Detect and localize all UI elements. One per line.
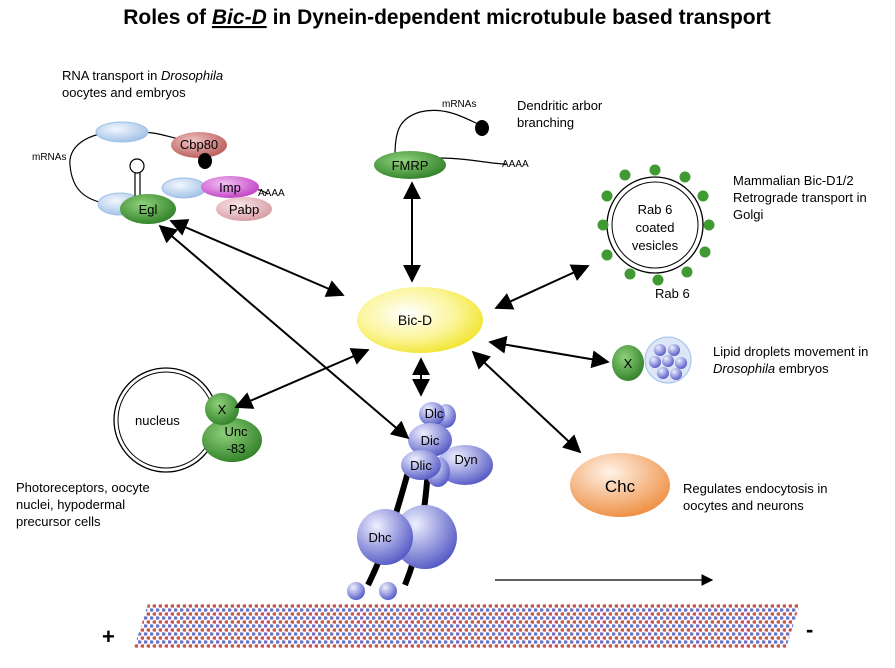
cbp80-label: Cbp80 xyxy=(180,137,218,152)
egl-protein xyxy=(120,194,176,224)
nucleus-module: nucleus Unc -83 X Photoreceptors, oocyte… xyxy=(16,367,262,529)
fmrp-label: FMRP xyxy=(392,158,429,173)
arrow-bicd-rab6 xyxy=(494,264,590,310)
page-title: Roles of Bic-D in Dynein-dependent micro… xyxy=(123,6,771,29)
pabp-label: Pabp xyxy=(229,202,259,217)
interaction-arrows xyxy=(158,181,610,454)
nucleus-x-label: X xyxy=(218,402,227,417)
rna-transport-module: RNA transport in Drosophila oocytes and … xyxy=(32,68,285,224)
lipid-module: X Lipid droplets movement in Drosophila … xyxy=(612,336,868,384)
rna-transport-caption-2: oocytes and embryos xyxy=(62,85,186,100)
golgi-module: Rab 6 coated vesicles Rab 6 Mammalian Bi… xyxy=(597,164,867,301)
dlic-protein xyxy=(401,450,441,480)
dlic-label: Dlic xyxy=(410,458,432,473)
cbp80-protein xyxy=(171,132,227,158)
dendritic-polya-label: AAAA xyxy=(502,159,529,170)
dlc-protein xyxy=(419,402,445,426)
nucleus-label: nucleus xyxy=(135,413,180,428)
mrna-polya-tail xyxy=(439,157,507,165)
microtubule-filament xyxy=(134,604,800,648)
dendritic-caption: Dendritic arbor xyxy=(517,98,603,113)
polya-label: AAAA xyxy=(258,188,285,199)
cap-structure xyxy=(475,120,489,136)
egl-label: Egl xyxy=(139,202,158,217)
lipid-x-label: X xyxy=(624,356,633,371)
dynein-complex: Dhc Dlc Dyn Dic Dlic xyxy=(347,402,493,600)
pabp-protein xyxy=(216,197,272,221)
imp-label: Imp xyxy=(219,180,241,195)
imp-protein xyxy=(201,176,259,198)
arrow-bicd-chc xyxy=(471,350,582,454)
golgi-caption-3: Golgi xyxy=(733,207,763,222)
stem-loop-head xyxy=(129,158,145,174)
dic-protein xyxy=(408,423,452,457)
arrow-bicd-lipid xyxy=(488,335,610,369)
vesicle-label: Rab 6 xyxy=(638,202,673,217)
plus-end-label: + xyxy=(102,624,115,649)
cap-structure xyxy=(198,153,212,169)
mrnas-label: mRNAs xyxy=(32,152,66,163)
lipid-droplets xyxy=(649,344,687,380)
rna-binding-protein xyxy=(161,177,207,199)
dic-label: Dic xyxy=(421,433,440,448)
vesicle-label-2: coated xyxy=(635,220,674,235)
golgi-caption: Mammalian Bic-D1/2 xyxy=(733,173,854,188)
golgi-caption-2: Retrograde transport in xyxy=(733,190,867,205)
mt-binding-domain xyxy=(379,582,397,600)
mt-binding-domain xyxy=(347,582,365,600)
mrna-strand xyxy=(69,131,121,205)
chc-caption: Regulates endocytosis in xyxy=(683,481,828,496)
dhc-motor xyxy=(357,509,413,565)
chc-label: Chc xyxy=(605,477,636,496)
vesicle-label-3: vesicles xyxy=(632,238,679,253)
bicd-label: Bic-D xyxy=(398,312,432,328)
dyn-protein xyxy=(437,445,493,485)
microtubule xyxy=(134,604,800,648)
minus-end-label: - xyxy=(806,617,813,642)
nucleus-caption-3: precursor cells xyxy=(16,514,101,529)
arrow-bicd-nucleus xyxy=(234,348,370,409)
x-protein xyxy=(612,345,644,381)
mrna-strand xyxy=(394,109,481,156)
chc-node xyxy=(570,453,670,517)
dlc-label: Dlc xyxy=(425,406,444,421)
lipid-caption: Lipid droplets movement in xyxy=(713,344,868,359)
nucleus-caption-2: nuclei, hypodermal xyxy=(16,497,125,512)
dendritic-mrnas-label: mRNAs xyxy=(442,99,476,110)
chc-module: Chc Regulates endocytosis in oocytes and… xyxy=(570,453,828,517)
unc83-label: Unc xyxy=(224,424,248,439)
dendritic-caption-2: branching xyxy=(517,115,574,130)
rab6-dots xyxy=(597,164,715,286)
lipid-caption-2: Drosophila embryos xyxy=(713,361,829,376)
dyn-label: Dyn xyxy=(454,452,477,467)
dhc-motor xyxy=(393,505,457,569)
rna-transport-caption: RNA transport in Drosophila xyxy=(62,68,223,83)
unc83-label-2: -83 xyxy=(227,441,246,456)
rna-binding-protein xyxy=(95,121,149,143)
rab6-label: Rab 6 xyxy=(655,286,690,301)
dendritic-module: mRNAs FMRP AAAA Dendritic arbor branchin… xyxy=(374,98,603,179)
chc-caption-2: oocytes and neurons xyxy=(683,498,804,513)
dhc-label: Dhc xyxy=(368,530,392,545)
nucleus-caption: Photoreceptors, oocyte xyxy=(16,480,150,495)
fmrp-protein xyxy=(374,151,446,179)
